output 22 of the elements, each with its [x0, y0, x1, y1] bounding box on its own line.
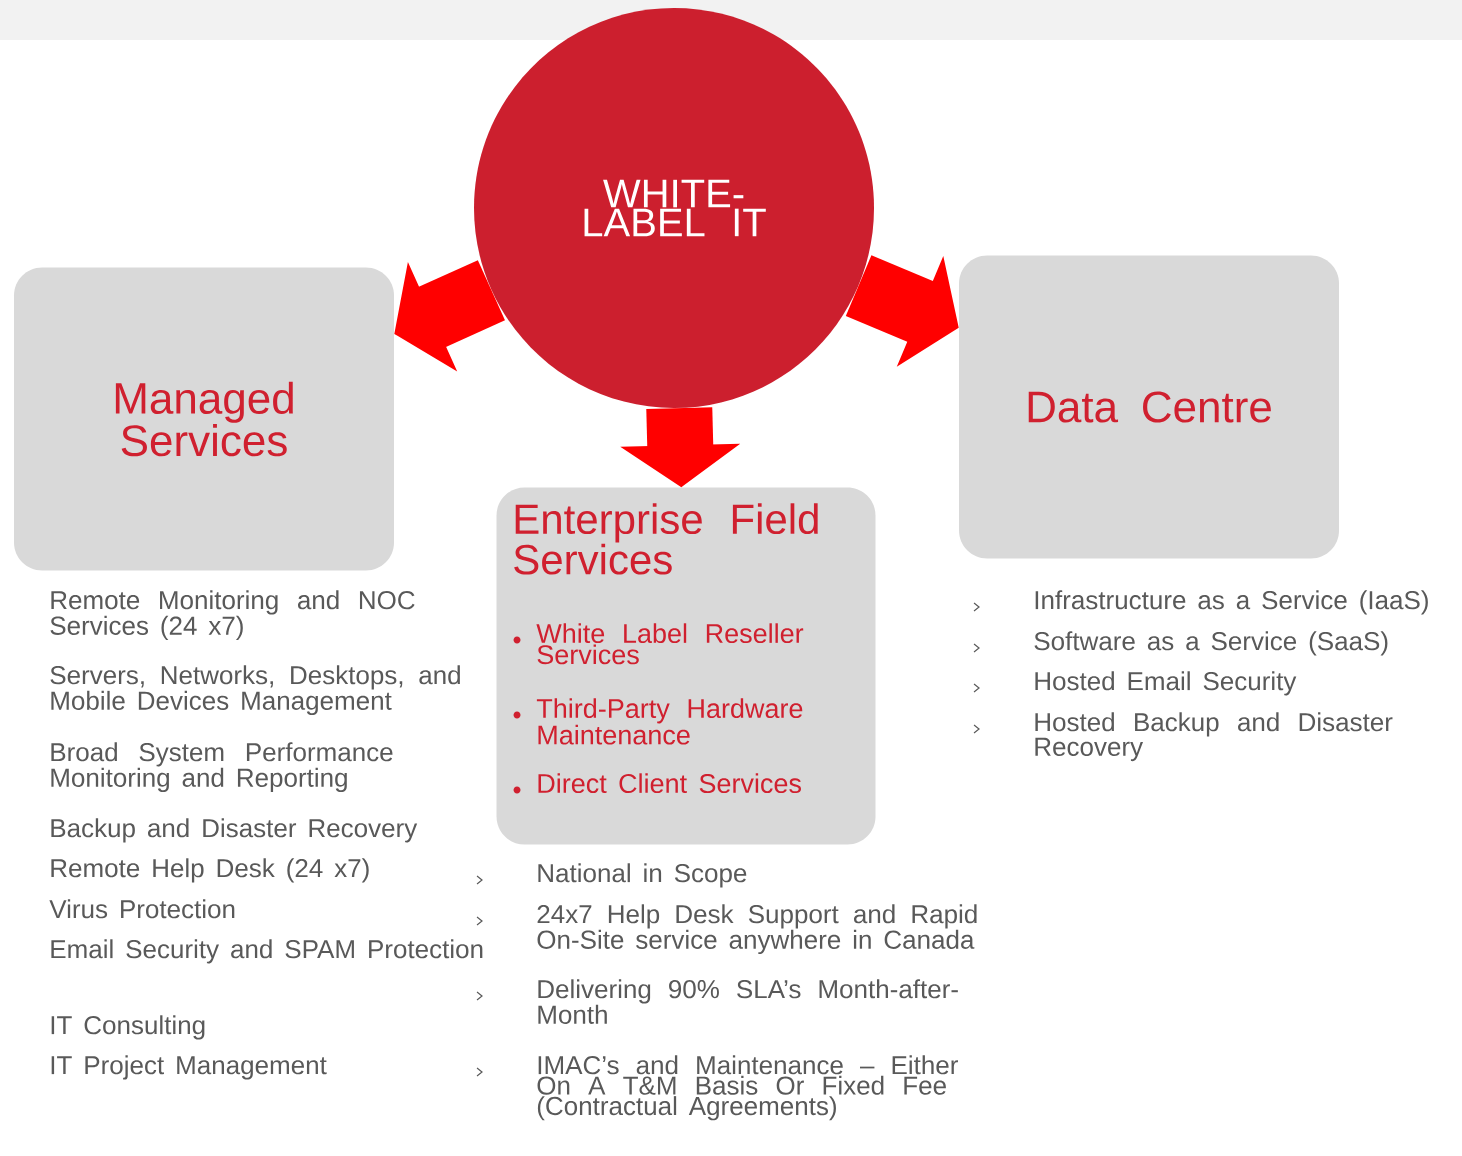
list-item: Servers, Networks, Desktops, and Mobile Devices Management: [50, 665, 460, 716]
list-item: Hosted Backup and Disaster Recovery: [1035, 712, 1393, 762]
list-item: IT Consulting: [51, 1015, 205, 1040]
bullet-item: White Label Reseller Services: [536, 623, 804, 665]
service-box: Data Centre: [959, 255, 1339, 559]
list-item: IMAC’s and Maintenance – Either On A T&M Basis Or Fixed Fee (Contractual Agreements): [537, 1055, 958, 1121]
list-item: Broad System Performance Monitoring and Reporting: [51, 742, 393, 793]
bullet-item: Third-Party Hardware Maintenance: [536, 698, 803, 745]
list-item: Hosted Email Security: [1035, 671, 1297, 696]
block-arrow: [394, 260, 505, 372]
list-item: Remote Help Desk (24 x7): [51, 858, 369, 883]
bullet-item: Direct Client Services: [538, 773, 801, 794]
list-item: IT Project Management: [51, 1055, 327, 1080]
list-item: Virus Protection: [49, 899, 235, 919]
list-item: Backup and Disaster Recovery: [51, 818, 418, 843]
list-item: Infrastructure as a Service (IaaS): [1035, 590, 1428, 615]
list-item: Software as a Service (SaaS): [1034, 631, 1388, 656]
list-item: Delivering 90% SLA’s Month-after-Month: [538, 979, 958, 1024]
list-item: Email Security and SPAM Protection: [51, 939, 483, 964]
service-box: Managed Services: [14, 267, 394, 571]
box-heading: Enterprise Field Services: [514, 503, 818, 575]
list-item: 24x7 Help Desk Support and Rapid On-Site service anywhere in Canada: [537, 904, 977, 955]
